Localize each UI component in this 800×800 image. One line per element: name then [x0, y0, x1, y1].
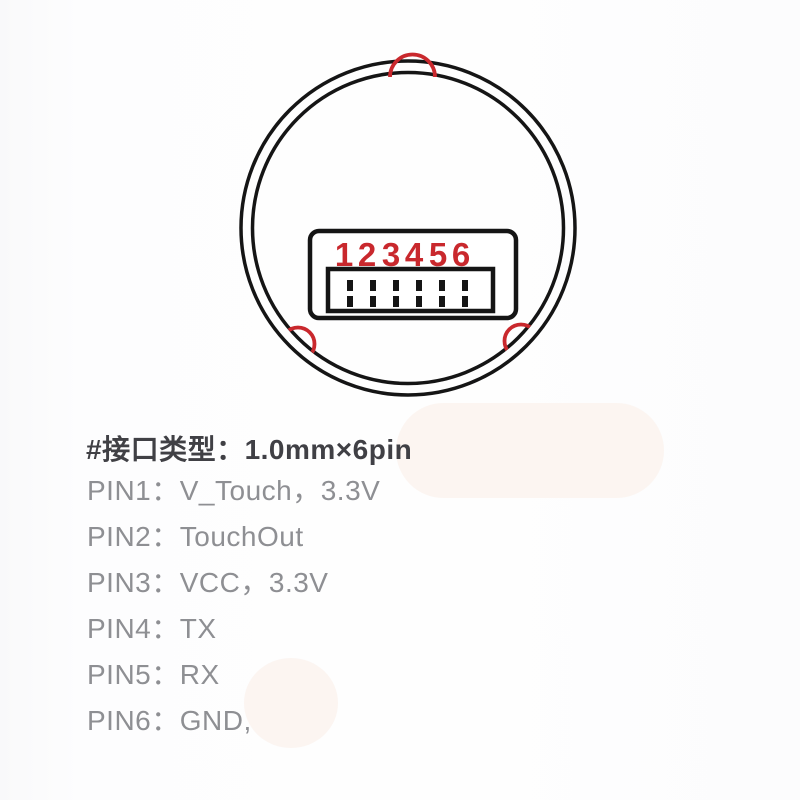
watermark-blob [396, 403, 664, 498]
pin-definition-6: PIN6：GND, [87, 705, 252, 736]
pin-number-2: 2 [358, 236, 376, 273]
pin-number-5: 5 [429, 236, 447, 273]
pin-number-4: 4 [405, 236, 424, 273]
connector-socket [325, 266, 496, 314]
pin-contact-2 [370, 280, 376, 307]
pin-contact-5 [439, 280, 445, 307]
watermark-blob [244, 658, 338, 748]
pin-contact-3 [393, 280, 399, 307]
pin-contact-1 [347, 280, 353, 307]
pin-definition-1: PIN1：V_Touch，3.3V [87, 475, 381, 506]
pin-definition-3: PIN3：VCC，3.3V [87, 567, 329, 598]
module-back-diagram: 1 2 3 4 5 6 [239, 52, 577, 397]
pin-number-3: 3 [382, 236, 400, 273]
pin-contact-6 [462, 280, 468, 307]
pin-definition-4: PIN4：TX [87, 613, 217, 644]
top-notch-mark [388, 52, 437, 78]
module-outer-circle [239, 59, 577, 397]
interface-type-title: #接口类型：1.0mm×6pin [86, 434, 413, 465]
pin-definition-5: PIN5：RX [87, 659, 220, 690]
pin-definition-2: PIN2：TouchOut [87, 521, 304, 552]
pin-contact-4 [416, 280, 422, 307]
pin-number-6: 6 [452, 236, 470, 273]
pin-number-1: 1 [335, 236, 353, 273]
module-inner-circle [250, 70, 566, 386]
